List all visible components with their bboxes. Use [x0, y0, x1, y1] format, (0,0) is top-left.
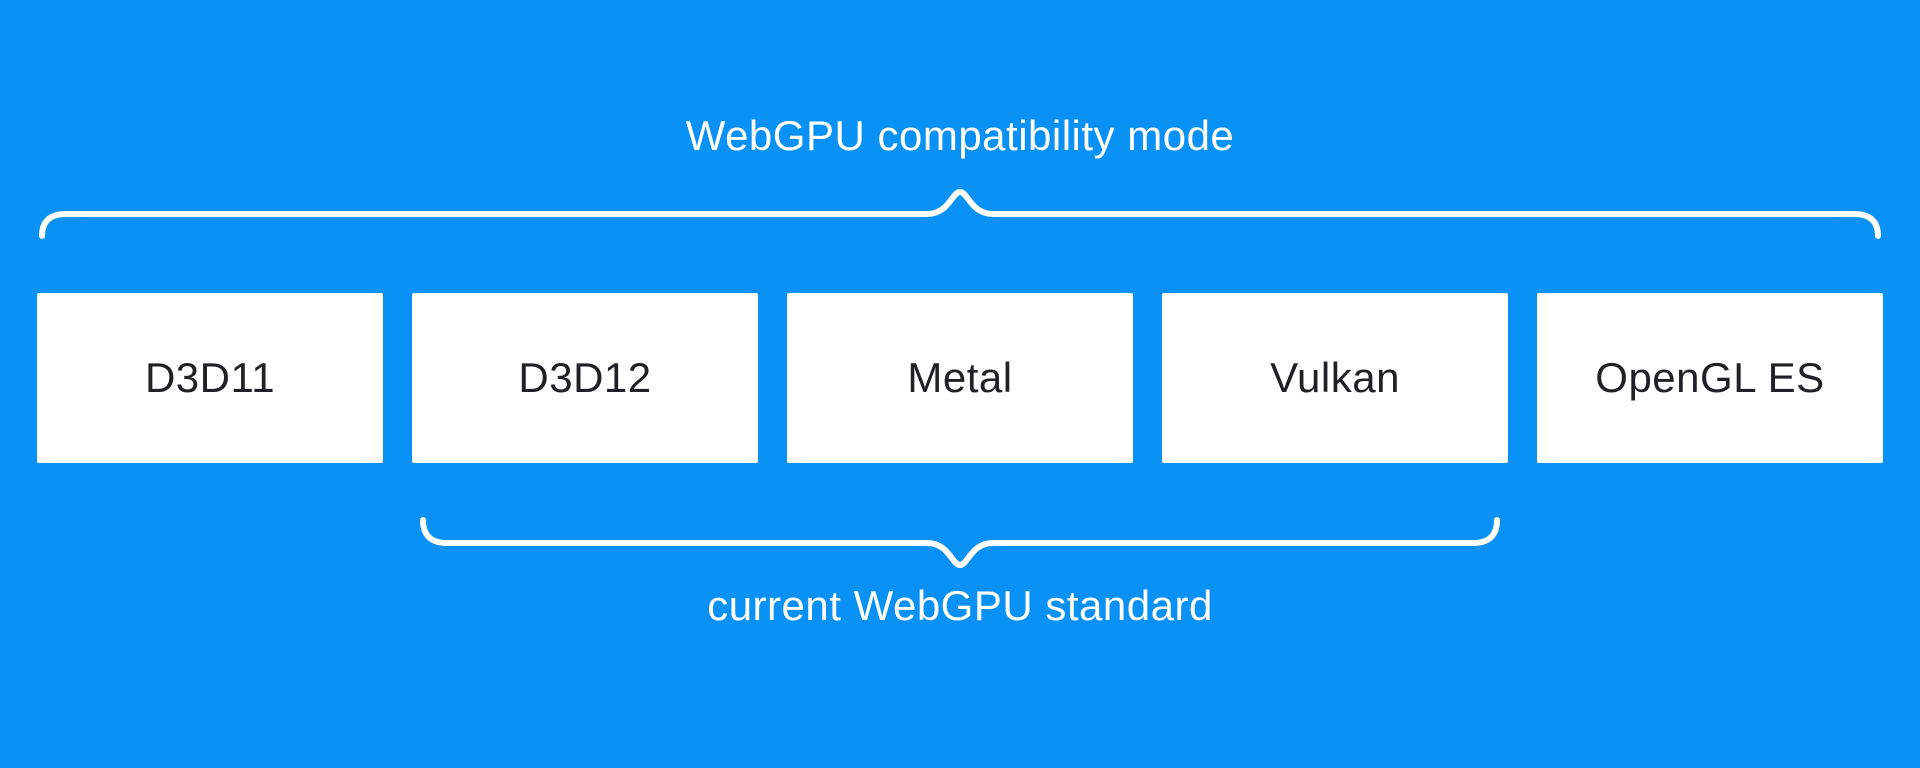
api-boxes-row: D3D11 D3D12 Metal Vulkan OpenGL ES — [0, 293, 1920, 463]
api-box-label: OpenGL ES — [1595, 354, 1825, 401]
api-box-label: D3D11 — [144, 354, 276, 401]
api-box-label: Metal — [907, 354, 1013, 401]
api-box-label: D3D12 — [518, 354, 652, 401]
bottom-brace-label: current WebGPU standard — [707, 582, 1213, 629]
api-box-d3d12: D3D12 — [412, 293, 758, 463]
api-box-opengl-es: OpenGL ES — [1537, 293, 1883, 463]
api-box-vulkan: Vulkan — [1162, 293, 1508, 463]
api-box-d3d11: D3D11 — [37, 293, 383, 463]
api-box-label: Vulkan — [1270, 354, 1400, 401]
diagram-title: WebGPU compatibility mode — [685, 112, 1235, 159]
api-box-metal: Metal — [787, 293, 1133, 463]
